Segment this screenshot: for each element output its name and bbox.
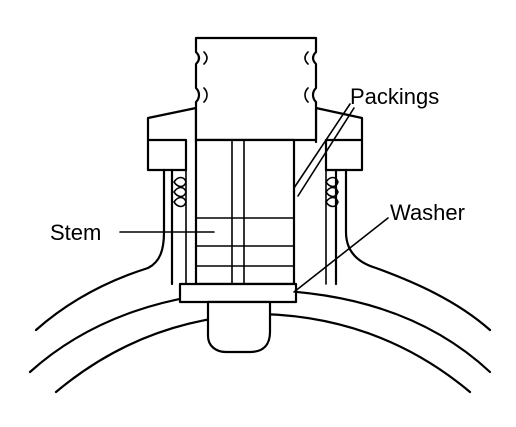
leader-packings-2 xyxy=(297,107,355,197)
packing-ring-right-2 xyxy=(325,186,339,198)
outer-wall-right xyxy=(344,168,492,332)
label-stem: Stem xyxy=(50,220,101,245)
cap-outline xyxy=(194,36,318,142)
leader-washer xyxy=(293,217,389,293)
packing-ring-left-3 xyxy=(173,196,187,208)
bonnet-left-inner xyxy=(146,138,188,172)
packings-left xyxy=(173,176,187,208)
washer xyxy=(178,282,298,304)
cap-notch-bottom xyxy=(203,87,309,103)
stem xyxy=(185,138,327,286)
label-packings: Packings xyxy=(350,84,439,109)
packing-ring-left-1 xyxy=(173,176,187,188)
valve-plug xyxy=(206,300,272,354)
leader-lines xyxy=(119,103,389,293)
label-washer: Washer xyxy=(390,200,465,225)
stem-cap xyxy=(194,36,318,142)
packings-right xyxy=(325,176,339,208)
outer-wall-left xyxy=(34,168,166,332)
packing-ring-right-1 xyxy=(325,176,339,188)
cap-notch-top xyxy=(203,51,309,65)
leader-packings-1 xyxy=(293,103,351,189)
stem-body xyxy=(194,138,296,286)
packing-ring-right-3 xyxy=(325,196,339,208)
packing-ring-left-2 xyxy=(173,186,187,198)
